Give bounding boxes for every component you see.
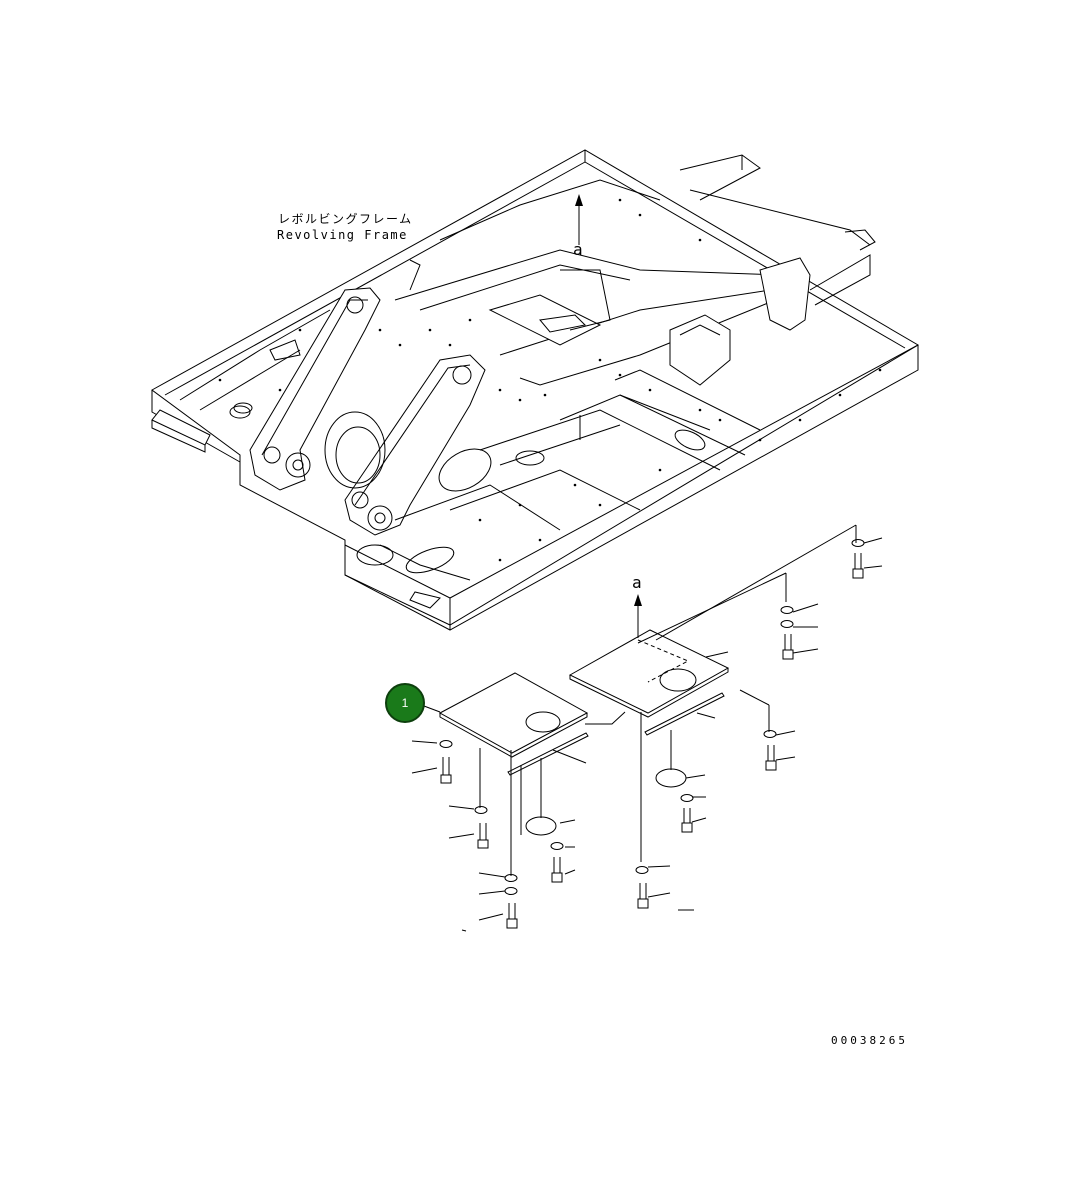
drawing-number: 00038265 bbox=[831, 1034, 908, 1047]
undercovers bbox=[411, 524, 883, 932]
revolving-frame bbox=[151, 149, 919, 631]
frame-label-japanese: レボルビングフレーム bbox=[278, 212, 413, 226]
arrow-label-bottom: a bbox=[632, 573, 644, 592]
frame-label-english: Revolving Frame bbox=[277, 228, 408, 242]
part-callout-1[interactable]: 1 bbox=[385, 683, 425, 723]
arrow-label-top: a bbox=[573, 240, 585, 259]
bolts bbox=[440, 553, 864, 929]
